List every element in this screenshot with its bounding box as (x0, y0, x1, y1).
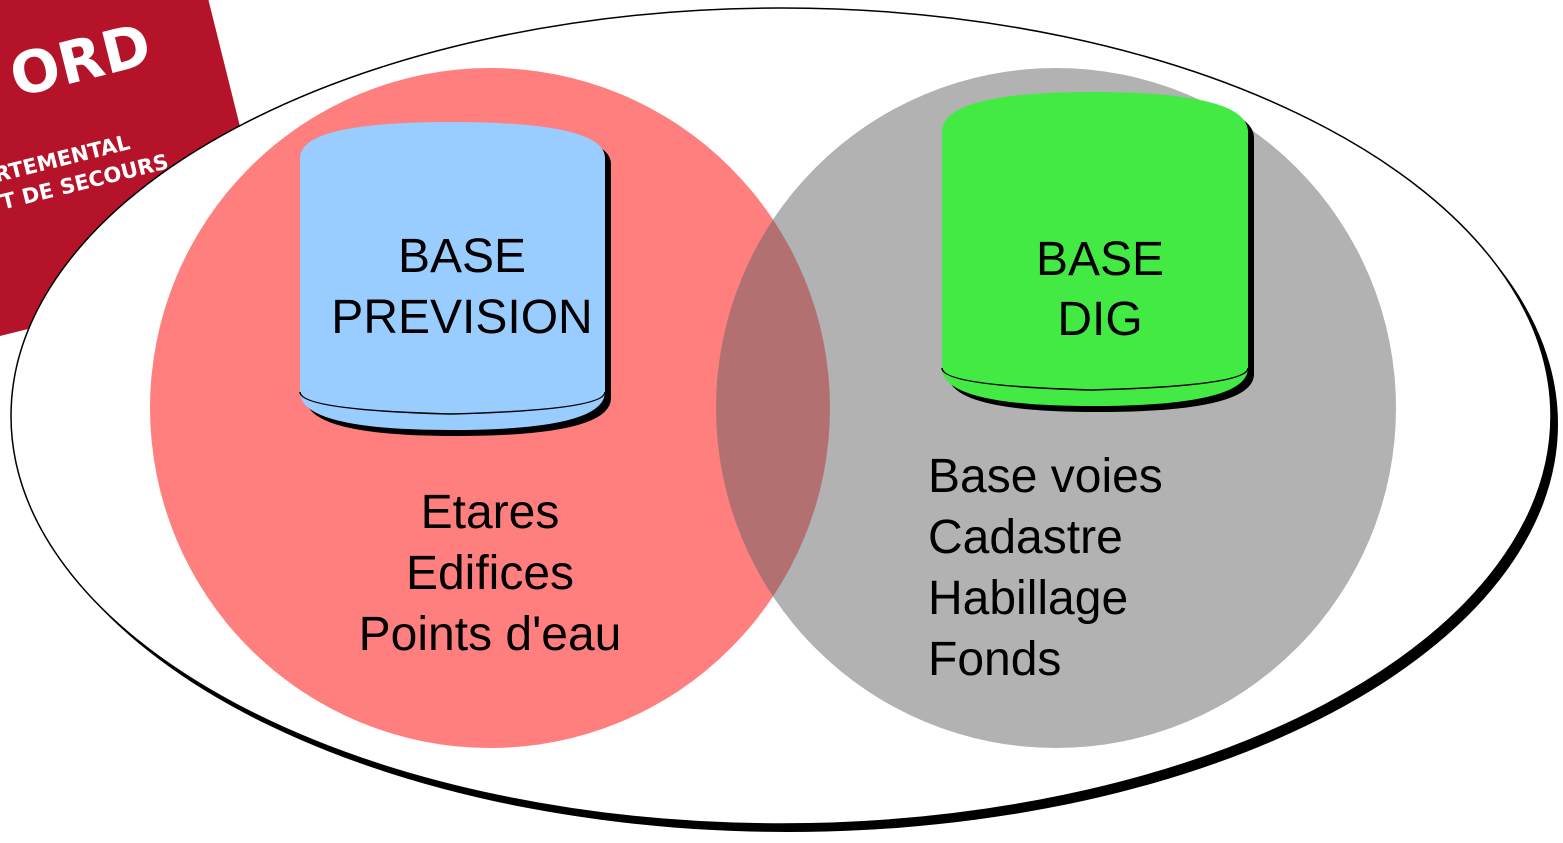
prevision-db-title-line2: PREVISION (331, 291, 592, 344)
dig-db-title-line2: DIG (1057, 293, 1142, 346)
prevision-item: Points d'eau (359, 608, 622, 661)
dig-item: Fonds (928, 633, 1061, 686)
prevision-item: Etares (421, 486, 560, 539)
dig-db-title-line1: BASE (1036, 233, 1164, 286)
dig-item: Cadastre (928, 511, 1123, 564)
dig-item: Base voies (928, 450, 1163, 503)
dig-item: Habillage (928, 572, 1128, 625)
dig-database-icon (941, 92, 1254, 412)
prevision-item: Edifices (406, 547, 574, 600)
prevision-db-title-line1: BASE (398, 230, 526, 283)
prevision-database-icon (299, 122, 611, 436)
